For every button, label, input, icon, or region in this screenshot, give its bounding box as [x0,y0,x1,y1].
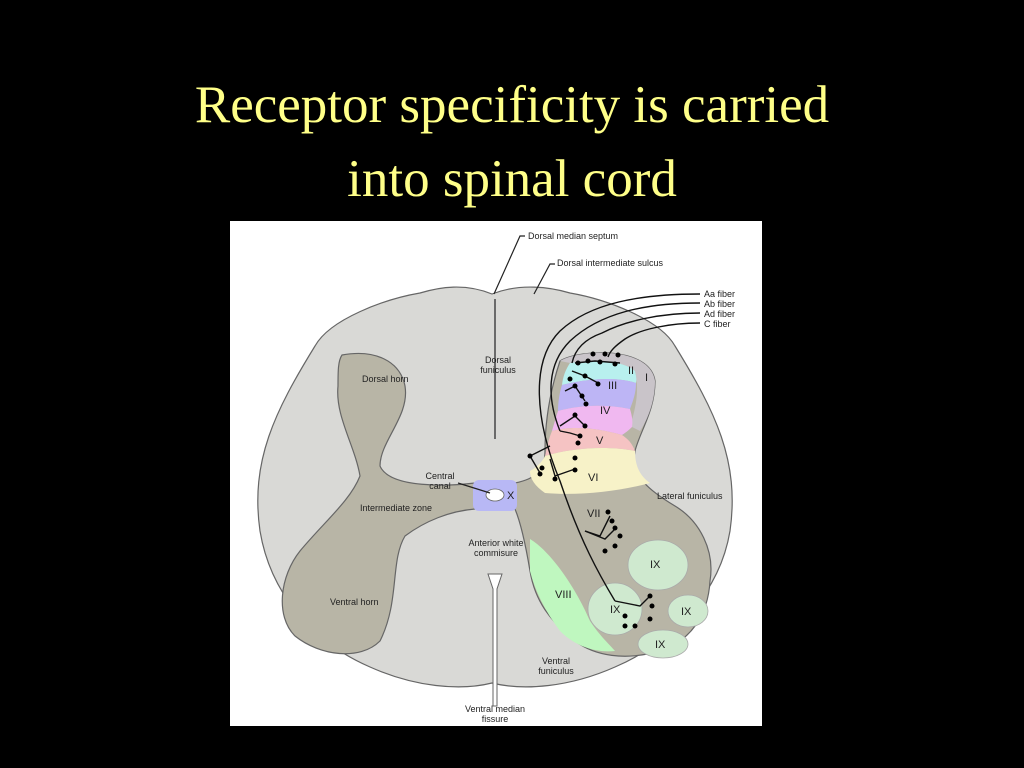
gray-matter-left [281,352,476,655]
anterior-white-commisure-label-line-2: commisure [474,548,518,558]
lamina-VIII-region [530,539,615,652]
lamina-IV-region [552,405,633,435]
ventral-funiculus-label-line-1: Ventral [542,656,570,666]
lamina-IX-label-2: IX [610,604,621,616]
lamina-I-region [560,352,655,431]
lamina-IX-label-1: IX [650,559,661,571]
lamina-IX-region-3 [667,594,709,628]
intermediate-zone-label: Intermediate zone [360,503,432,513]
fiber-terminals [527,351,655,629]
dorsal-intermediate-sulcus-label: Dorsal intermediate sulcus [557,258,664,268]
fiber-ad [571,312,701,364]
fiber-c-label: C fiber [704,319,731,329]
lamina-I-label: I [645,372,648,384]
fiber-aa-label: Aa fiber [704,289,735,299]
central-canal [485,488,505,502]
ventral-horn-label: Ventral horn [330,597,379,607]
lamina-IX-region-4 [637,629,689,659]
lamina-IX-region-2 [587,582,643,636]
lateral-funiculus-label: Lateral funiculus [657,491,723,501]
fiber-ab-label: Ab fiber [704,299,735,309]
lamina-VII-label: VII [587,508,600,520]
ventral-median-fissure-label-line-2: fissure [482,714,509,724]
ventral-funiculus-label-line-2: funiculus [538,666,574,676]
lamina-II-label: II [628,365,634,377]
spinal-cord-figure: Dorsal median septum Dorsal intermediate… [230,221,762,726]
lamina-IX-label-4: IX [655,639,666,651]
dorsal-horn-label: Dorsal horn [362,374,409,384]
lamina-III-region [558,378,636,411]
dorsal-funiculus-label-line-1: Dorsal [485,355,511,365]
slide-title-line-1: Receptor specificity is carried [194,76,830,134]
lamina-V-label: V [596,435,604,447]
ventral-median-fissure-label-line-1: Ventral median [465,704,525,714]
dorsal-intermediate-sulcus-leader [533,263,555,295]
spinal-cord-diagram: Dorsal median septum Dorsal intermediate… [257,231,735,724]
slide-title: Receptor specificity is carried into spi… [0,68,1024,216]
central-canal-leader [457,482,491,494]
central-canal-label-line-2: canal [429,481,451,491]
lamina-IX-label-3: IX [681,606,692,618]
fiber-aa [538,293,701,602]
slide-title-line-2: into spinal cord [347,150,677,208]
lamina-IV-label: IV [600,405,611,417]
lamina-II-region [562,361,637,385]
dorsal-median-septum-label: Dorsal median septum [528,231,618,241]
lamina-III-label: III [608,380,617,392]
lamina-V-region [545,427,635,456]
ventral-median-fissure [487,573,503,707]
lamina-VI-label: VI [588,472,598,484]
lamina-X-label: X [507,490,515,502]
fiber-ad-label: Ad fiber [704,309,735,319]
fiber-c [607,322,701,358]
lamina-VIII-label: VIII [555,589,572,601]
anterior-white-commisure-label-line-1: Anterior white [468,538,523,548]
fiber-ab [550,302,701,432]
dorsal-median-septum-leader [493,235,525,295]
dorsal-funiculus-label-line-2: funiculus [480,365,516,375]
central-canal-label-line-1: Central [425,471,454,481]
lamina-IX-region-1 [627,539,689,591]
